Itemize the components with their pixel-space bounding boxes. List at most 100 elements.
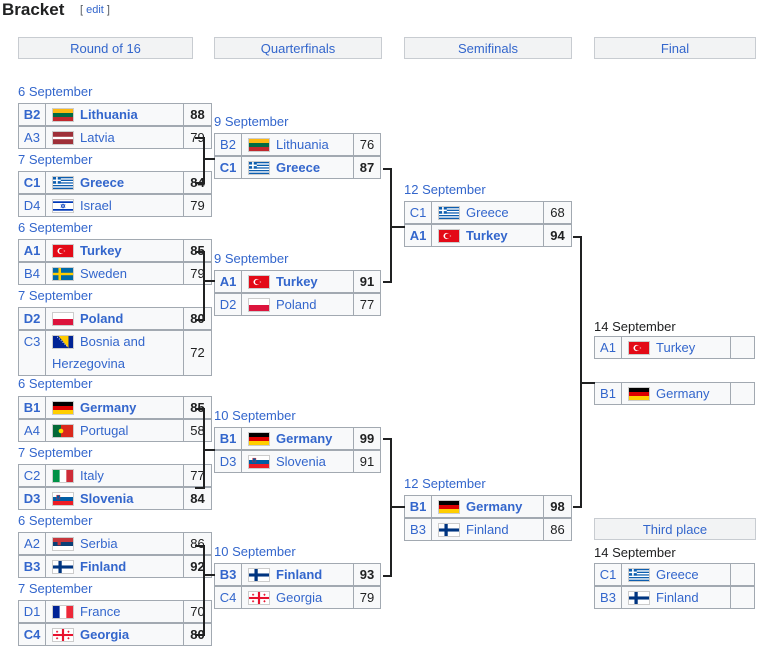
team-cell[interactable]: Germany: [431, 495, 544, 518]
team-name[interactable]: Germany: [656, 386, 710, 401]
edit-link[interactable]: edit: [86, 4, 104, 16]
team-cell[interactable]: Finland: [45, 555, 184, 578]
team-cell[interactable]: France: [45, 600, 184, 623]
team-cell[interactable]: Latvia: [45, 126, 184, 149]
team-cell[interactable]: Greece: [241, 156, 354, 179]
team-name[interactable]: Greece: [656, 567, 699, 582]
team-name[interactable]: Greece: [466, 205, 509, 220]
team-name[interactable]: Lithuania: [276, 137, 329, 152]
team-name[interactable]: Germany: [466, 499, 523, 514]
team-name[interactable]: Lithuania: [80, 107, 138, 122]
team-name[interactable]: Greece: [80, 175, 125, 190]
team-name[interactable]: Finland: [80, 559, 127, 574]
team-name[interactable]: Serbia: [80, 536, 118, 551]
team-cell[interactable]: Turkey: [621, 336, 731, 359]
team-cell[interactable]: Greece: [621, 563, 731, 586]
team-name[interactable]: Poland: [80, 311, 124, 326]
bosnia-flag-icon: [52, 335, 74, 349]
team-cell[interactable]: Georgia: [241, 586, 354, 609]
team-name[interactable]: Portugal: [80, 423, 129, 438]
team-name[interactable]: Poland: [276, 297, 317, 312]
team-name[interactable]: Finland: [656, 590, 699, 605]
team-cell[interactable]: Sweden: [45, 262, 184, 285]
team-name[interactable]: Germany: [80, 400, 137, 415]
connector-line: [195, 182, 204, 184]
team-cell[interactable]: Lithuania: [45, 103, 184, 126]
team-name[interactable]: Germany: [276, 431, 333, 446]
team-name[interactable]: Turkey: [276, 274, 318, 289]
team-name[interactable]: France: [80, 604, 121, 619]
team-cell[interactable]: Bosnia and Herzegovina: [45, 330, 184, 376]
team-cell[interactable]: Turkey: [45, 239, 184, 262]
team-name[interactable]: Georgia: [80, 627, 130, 642]
team-name[interactable]: Greece: [276, 160, 321, 175]
team-cell[interactable]: Georgia: [45, 623, 184, 646]
team-cell[interactable]: Germany: [45, 396, 184, 419]
team-name[interactable]: Latvia: [80, 130, 115, 145]
team-cell[interactable]: Greece: [431, 201, 544, 224]
team-cell[interactable]: Germany: [621, 382, 731, 405]
team-cell[interactable]: Slovenia: [241, 450, 354, 473]
team-name[interactable]: Sweden: [80, 266, 127, 281]
team-cell[interactable]: Serbia: [45, 532, 184, 555]
team-name[interactable]: Slovenia: [276, 454, 326, 469]
connector-line: [203, 449, 215, 451]
team-row[interactable]: D2Poland80: [18, 307, 213, 330]
team-name[interactable]: Turkey: [466, 228, 508, 243]
team-row[interactable]: B1Germany85: [18, 396, 213, 419]
team-name[interactable]: Turkey: [656, 340, 696, 355]
team-name[interactable]: Slovenia: [80, 491, 134, 506]
team-cell[interactable]: Portugal: [45, 419, 184, 442]
team-cell[interactable]: Turkey: [431, 224, 544, 247]
team-name[interactable]: Finland: [466, 522, 509, 537]
team-cell[interactable]: Finland: [241, 563, 354, 586]
team-name[interactable]: Turkey: [80, 243, 122, 258]
team-cell[interactable]: Greece: [45, 171, 184, 194]
team-cell[interactable]: Israel: [45, 194, 184, 217]
team-name[interactable]: Finland: [276, 567, 323, 582]
team-name[interactable]: Bosnia and Herzegovina: [52, 334, 146, 371]
team-cell[interactable]: Germany: [241, 427, 354, 450]
team-row[interactable]: A1Turkey85: [18, 239, 213, 262]
team-cell[interactable]: Finland: [621, 586, 731, 609]
team-cell[interactable]: Slovenia: [45, 487, 184, 510]
team-name[interactable]: Italy: [80, 468, 104, 483]
team-cell[interactable]: Lithuania: [241, 133, 354, 156]
team-cell[interactable]: Finland: [431, 518, 544, 541]
team-name[interactable]: Georgia: [276, 590, 323, 605]
team-cell[interactable]: Poland: [45, 307, 184, 330]
team-cell[interactable]: Turkey: [241, 270, 354, 293]
team-cell[interactable]: Italy: [45, 464, 184, 487]
team-name[interactable]: Israel: [80, 198, 112, 213]
team-cell[interactable]: Poland: [241, 293, 354, 316]
